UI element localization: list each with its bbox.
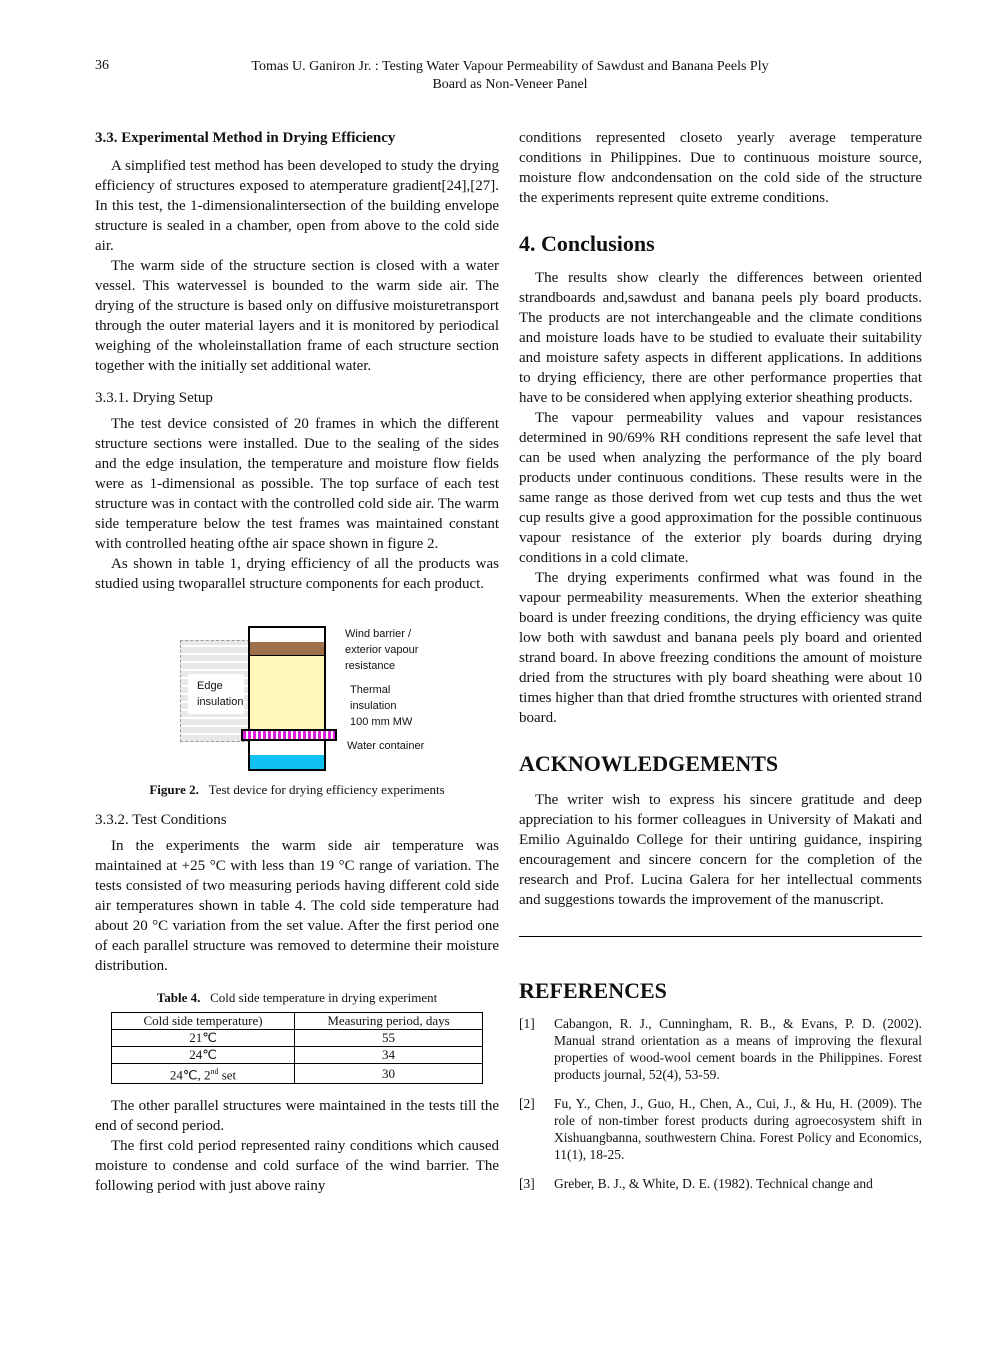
section-heading: ACKNOWLEDGEMENTS <box>519 751 779 776</box>
paragraph: The first cold period represented rainy … <box>95 1138 499 1195</box>
subsection-heading: 3.3.2. Test Conditions <box>95 812 227 828</box>
paragraph: As shown in table 1, drying efficiency o… <box>95 556 499 592</box>
table-caption: Table 4. Cold side temperature in drying… <box>156 990 438 1005</box>
water-layer <box>250 755 324 769</box>
section-heading: REFERENCES <box>519 978 667 1003</box>
paragraph: The drying experiments confirmed what wa… <box>519 570 922 726</box>
header-line: Board as Non-Veneer Panel <box>432 77 588 92</box>
thermal-insulation-layer <box>250 656 324 733</box>
header-line: Tomas U. Ganiron Jr. : Testing Water Vap… <box>251 59 769 74</box>
paragraph: The vapour permeability values and vapou… <box>519 410 922 566</box>
paragraph: The writer wish to express his sincere g… <box>519 792 922 908</box>
edge-label-bg <box>188 674 244 714</box>
paragraph: The warm side of the structure section i… <box>95 258 499 374</box>
paragraph: The results show clearly the differences… <box>519 270 922 406</box>
table-header: Measuring period, days <box>294 1012 483 1030</box>
paragraph: conditions represented closeto yearly av… <box>519 130 922 206</box>
left-column: 3.3. Experimental Method in Drying Effic… <box>95 128 499 1196</box>
reference-item: [3]Greber, B. J., & White, D. E. (1982).… <box>519 1176 873 1191</box>
reference-item: [2]Fu, Y., Chen, J., Guo, H., Chen, A., … <box>519 1096 922 1162</box>
table-header: Cold side temperature) <box>110 1012 296 1030</box>
running-header: Tomas U. Ganiron Jr. : Testing Water Vap… <box>200 58 820 94</box>
paragraph: The test device consisted of 20 frames i… <box>95 416 499 552</box>
paragraph: A simplified test method has been develo… <box>95 158 499 254</box>
paragraph: In the experiments the warm side air tem… <box>95 838 499 974</box>
page-number: 36 <box>95 58 109 73</box>
water-label: Water container <box>347 740 425 752</box>
table-4: Cold side temperature)Measuring period, … <box>110 1012 483 1085</box>
right-column: conditions represented closeto yearly av… <box>519 128 922 1204</box>
section-heading: 4. Conclusions <box>519 231 655 256</box>
figure-caption: Figure 2. Test device for drying efficie… <box>149 782 445 797</box>
wind-barrier-layer <box>250 642 324 656</box>
reference-item: [1]Cabangon, R. J., Cunningham, R. B., &… <box>519 1016 922 1082</box>
test-frame <box>248 626 326 771</box>
membrane <box>241 729 337 741</box>
paragraph: The other parallel structures were maint… <box>95 1098 499 1135</box>
divider <box>519 936 922 937</box>
subsection-heading: 3.3.1. Drying Setup <box>95 390 213 406</box>
section-heading: 3.3. Experimental Method in Drying Effic… <box>95 130 396 146</box>
